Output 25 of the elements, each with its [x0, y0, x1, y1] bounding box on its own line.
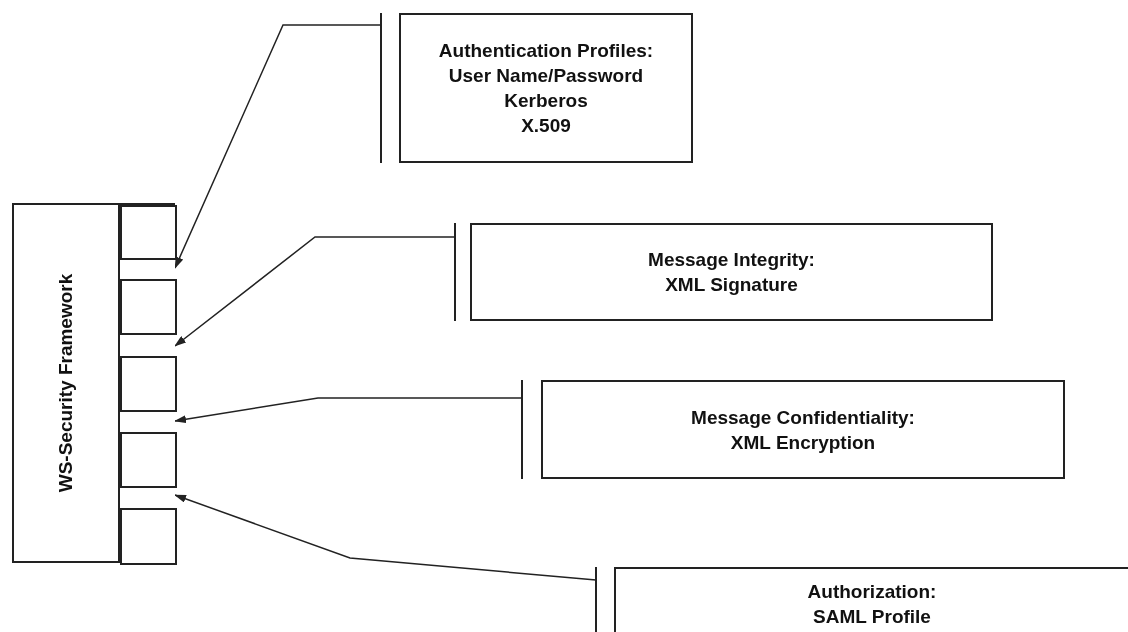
slot-box — [120, 279, 177, 335]
box-text: Authentication Profiles: — [438, 39, 654, 63]
box-text: Message Confidentiality: — [691, 405, 915, 430]
slot-box — [120, 205, 177, 260]
text-box — [399, 13, 693, 163]
leader-arrow — [174, 494, 597, 581]
leader-arrow — [174, 24, 382, 269]
text-box — [541, 380, 1065, 479]
framework-box — [12, 203, 175, 563]
slot-box — [120, 508, 177, 565]
text-box — [614, 567, 1128, 632]
leader-arrow — [174, 236, 456, 347]
vertical-title: WS-Security Framework — [55, 273, 77, 493]
slot-box — [120, 432, 177, 488]
leader-arrow — [174, 397, 523, 424]
box-text: XML Encryption — [730, 430, 876, 455]
box-text: X.509 — [521, 114, 571, 138]
slot-box — [120, 356, 177, 412]
box-text: User Name/Password — [448, 64, 644, 88]
text-box — [470, 223, 993, 321]
box-text: XML Signature — [665, 273, 798, 297]
box-text: SAML Profile — [813, 605, 931, 629]
box-text: Message Integrity: — [648, 248, 815, 272]
box-text: Authorization: — [807, 580, 937, 604]
box-text: Kerberos — [504, 89, 588, 113]
